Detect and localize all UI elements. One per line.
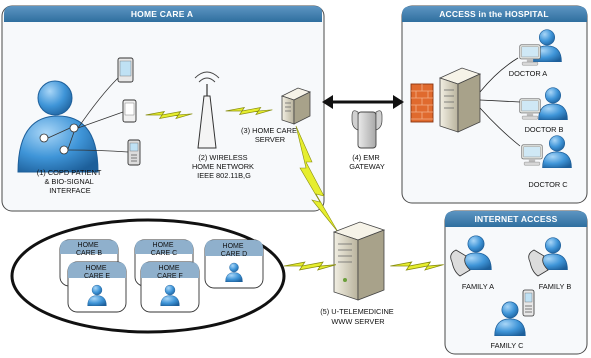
hospital-network-lines — [479, 57, 521, 147]
doctor-a-computer-icon — [519, 44, 541, 66]
mobile-phone-icon — [67, 139, 141, 166]
family-a-label: FAMILY A — [462, 282, 494, 291]
server-tower-icon — [332, 221, 386, 301]
tablet-device-icon — [77, 57, 134, 129]
wireless-antenna-icon — [194, 71, 220, 149]
family-b-phone-icon — [528, 249, 549, 277]
hospital-header — [402, 6, 587, 22]
family-c-mobile-phone-icon — [522, 289, 535, 317]
cluster-www-lightning — [284, 261, 336, 271]
family-a-phone-icon — [450, 249, 471, 277]
internet-header — [445, 211, 587, 227]
home-care-e-label: HOME CARE E — [84, 265, 110, 280]
family-b: FAMILY B — [528, 237, 572, 291]
home-care-b-label: HOME CARE B — [76, 242, 102, 257]
doctor-a: DOCTOR A — [509, 29, 562, 78]
firewall-icon — [410, 83, 434, 123]
home-care-a-header — [4, 6, 322, 22]
wireless-network-label: (2) WIRELESS HOME NETWORK IEEE 802.11B,G — [192, 153, 256, 180]
home-care-server-label: (3) HOME CARE SERVER — [241, 126, 299, 144]
hospital-title: ACCESS in the HOSPITAL — [439, 9, 549, 19]
patient-node: (1) COPD PATIENT & BIO-SIGNAL INTERFACE — [17, 57, 141, 195]
emr-gateway-label: (4) EMR GATEWAY — [349, 153, 385, 171]
home-care-e: HOME CARE E — [67, 261, 127, 313]
internet-title: INTERNET ACCESS — [475, 214, 558, 224]
doctor-a-label: DOCTOR A — [509, 69, 548, 78]
sensor-device-icon — [77, 99, 137, 129]
home-hospital-link-arrow — [322, 95, 404, 109]
family-a: FAMILY A — [450, 235, 494, 291]
gateway-icon — [351, 110, 383, 149]
patient-person-icon — [17, 80, 99, 173]
wireless-network-node: (2) WIRELESS HOME NETWORK IEEE 802.11B,G — [192, 71, 256, 180]
home-care-cluster: HOME CARE B HOME CARE C HOME CARE D — [10, 218, 286, 334]
home-care-d-label: HOME CARE D — [221, 243, 247, 258]
doctor-b-computer-icon — [519, 98, 541, 120]
patient-label: (1) COPD PATIENT & BIO-SIGNAL INTERFACE — [37, 168, 104, 195]
home-care-a-title: HOME CARE A — [131, 9, 193, 19]
home-care-c-label: HOME CARE C — [151, 242, 177, 257]
doctor-c: DOCTOR C — [521, 135, 572, 189]
home-care-f: HOME CARE F — [140, 261, 200, 313]
www-internet-lightning — [389, 261, 445, 271]
doctor-b-label: DOCTOR B — [525, 125, 564, 134]
doctor-c-computer-icon — [521, 144, 543, 166]
emr-gateway-node: (4) EMR GATEWAY — [349, 110, 385, 171]
doctor-b: DOCTOR B — [519, 87, 568, 134]
firewall — [410, 83, 434, 123]
www-server-label: (5) U-TELEMEDICINE WWW SERVER — [320, 307, 396, 326]
family-b-label: FAMILY B — [539, 282, 572, 291]
home-care-d: HOME CARE D — [204, 239, 264, 289]
hospital-server-icon — [438, 67, 482, 133]
www-server-node: (5) U-TELEMEDICINE WWW SERVER — [320, 221, 396, 326]
hospital-server — [438, 57, 521, 147]
home-care-f-label: HOME CARE F — [157, 265, 183, 280]
family-c: FAMILY C — [491, 289, 535, 350]
server-icon — [280, 87, 312, 125]
home-care-server-node: (3) HOME CARE SERVER — [241, 87, 312, 144]
family-c-label: FAMILY C — [491, 341, 525, 350]
doctor-c-label: DOCTOR C — [528, 180, 568, 189]
